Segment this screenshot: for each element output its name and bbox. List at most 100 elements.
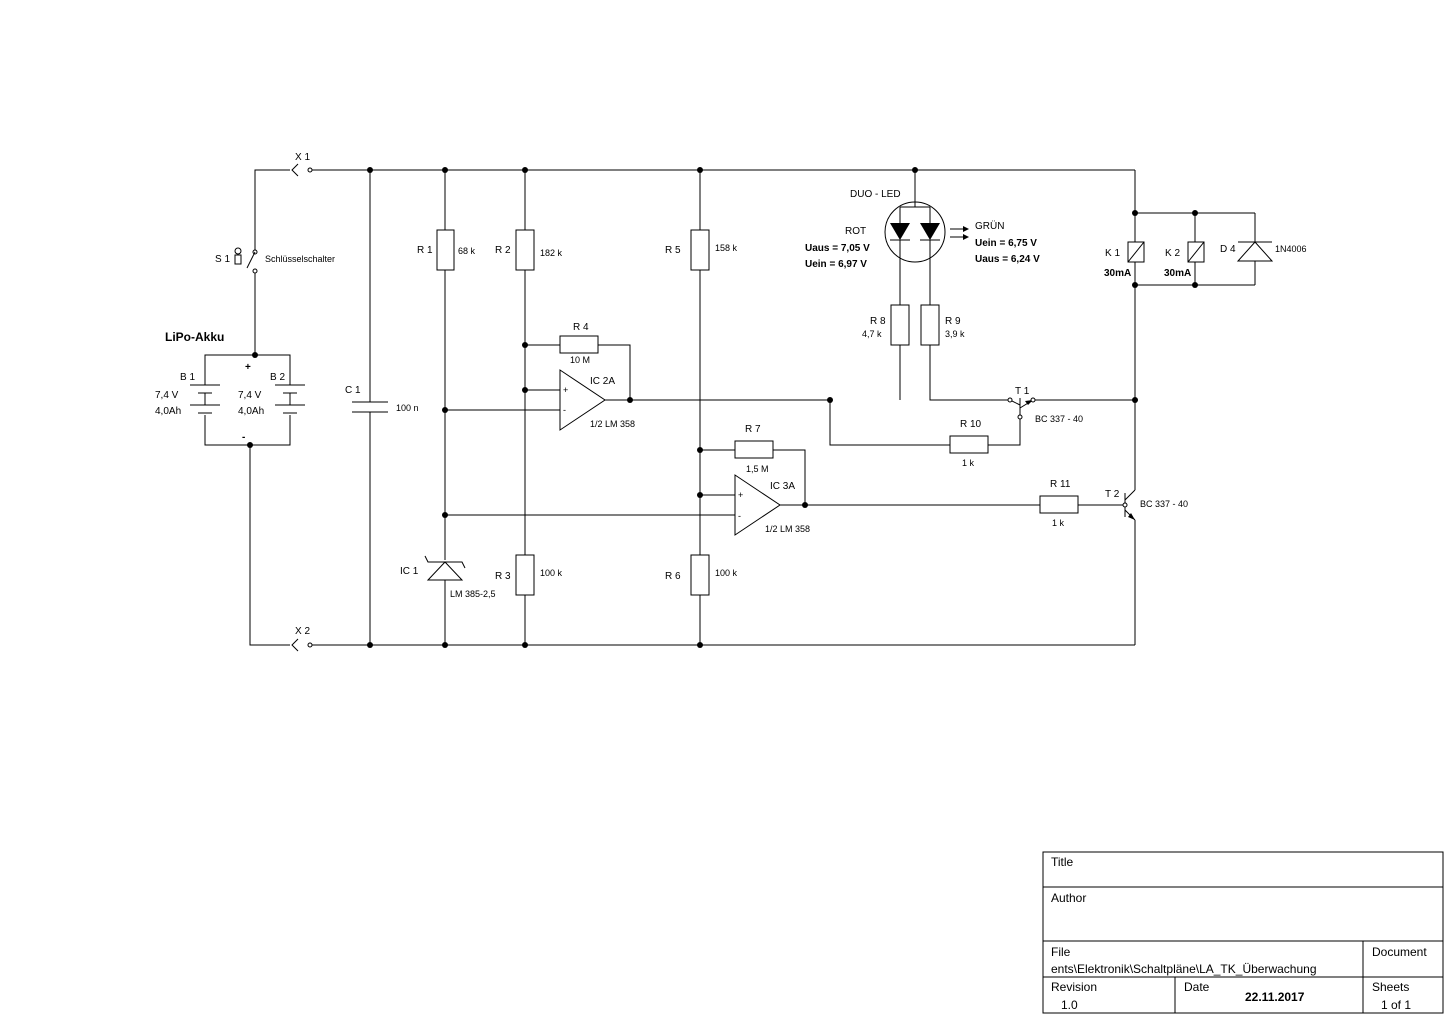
b1-label: B 1 bbox=[180, 372, 195, 383]
sheets-label: Sheets bbox=[1372, 980, 1409, 994]
r1-value: 68 k bbox=[458, 246, 476, 256]
d4-label: D 4 bbox=[1220, 244, 1236, 255]
r3-label: R 3 bbox=[495, 571, 511, 582]
junctions bbox=[367, 167, 1198, 648]
led-label: DUO - LED bbox=[850, 189, 901, 200]
resistor-r10: R 10 1 k bbox=[829, 400, 1021, 468]
resistor-r4: R 4 10 M bbox=[525, 322, 631, 400]
r2-label: R 2 bbox=[495, 245, 511, 256]
ic3-minus: - bbox=[738, 511, 741, 521]
led-green-label: GRÜN bbox=[975, 220, 1004, 232]
r9-label: R 9 bbox=[945, 316, 961, 327]
t1-label: T 1 bbox=[1015, 386, 1030, 397]
battery-pack: LiPo-Akku + - B 1 7,4 V 4,0Ah B 2 7,4 V … bbox=[155, 330, 305, 448]
date-label: Date bbox=[1184, 980, 1210, 994]
bottom-rail bbox=[249, 445, 1136, 646]
ic1-value: LM 385-2,5 bbox=[450, 589, 496, 599]
r5-value: 158 k bbox=[715, 243, 738, 253]
r1-label: R 1 bbox=[417, 245, 433, 256]
resistor-r2: R 2 182 k bbox=[495, 170, 563, 555]
file-label: File bbox=[1051, 945, 1071, 959]
led-red-on: Uein = 6,97 V bbox=[805, 259, 867, 270]
ic3-label: IC 3A bbox=[770, 481, 795, 492]
r10-value: 1 k bbox=[962, 458, 975, 468]
battery-plus: + bbox=[245, 362, 251, 373]
t2-label: T 2 bbox=[1105, 489, 1120, 500]
title-block: Title Author File ents\Elektronik\Schalt… bbox=[1042, 851, 1444, 1014]
resistor-r7: R 7 1,5 M bbox=[700, 424, 806, 505]
led-green-on: Uein = 6,75 V bbox=[975, 238, 1037, 249]
r4-value: 10 M bbox=[570, 355, 590, 365]
relay-block: K 1 30mA K 2 30mA D 4 1N4006 bbox=[1104, 170, 1307, 400]
r3-value: 100 k bbox=[540, 568, 563, 578]
diode-d4: D 4 1N4006 bbox=[1220, 213, 1307, 285]
relay-k2: K 2 30mA bbox=[1164, 213, 1205, 285]
resistor-r3: R 3 100 k bbox=[495, 554, 563, 645]
transistor-t2: T 2 BC 337 - 40 bbox=[1105, 400, 1188, 521]
r8-label: R 8 bbox=[870, 316, 886, 327]
k2-label: K 2 bbox=[1165, 248, 1180, 259]
capacitor-c1: C 1 100 n bbox=[345, 170, 419, 645]
connector-x1: X 1 bbox=[291, 152, 313, 177]
resistor-r1: R 1 68 k bbox=[417, 170, 476, 560]
r9-value: 3,9 k bbox=[945, 329, 965, 339]
opamp-ic2a: + - IC 2A 1/2 LM 358 bbox=[445, 369, 830, 431]
battery-title: LiPo-Akku bbox=[165, 330, 224, 344]
d4-value: 1N4006 bbox=[1275, 244, 1307, 254]
ic1-label: IC 1 bbox=[400, 566, 419, 577]
relay-k1: K 1 30mA bbox=[1104, 213, 1145, 285]
c1-label: C 1 bbox=[345, 385, 361, 396]
ic2-minus: - bbox=[563, 405, 566, 415]
opamp-ic3a: + - IC 3A 1/2 LM 358 bbox=[445, 474, 1040, 536]
r7-label: R 7 bbox=[745, 424, 761, 435]
r2-value: 182 k bbox=[540, 248, 563, 258]
s1-name: Schlüsselschalter bbox=[265, 254, 335, 264]
led-red-off: Uaus = 7,05 V bbox=[805, 243, 870, 254]
k1-label: K 1 bbox=[1105, 248, 1120, 259]
ic2-value: 1/2 LM 358 bbox=[590, 419, 635, 429]
r6-label: R 6 bbox=[665, 571, 681, 582]
date-value: 22.11.2017 bbox=[1245, 990, 1305, 1004]
r8-value: 4,7 k bbox=[862, 329, 882, 339]
r6-value: 100 k bbox=[715, 568, 738, 578]
k2-value: 30mA bbox=[1164, 268, 1191, 279]
b1-voltage: 7,4 V bbox=[155, 390, 179, 401]
r10-label: R 10 bbox=[960, 419, 982, 430]
revision-label: Revision bbox=[1051, 980, 1097, 994]
led-red-label: ROT bbox=[845, 226, 866, 237]
battery-b2 bbox=[275, 384, 305, 414]
key-switch-s1: S 1 Schlüsselschalter bbox=[215, 247, 335, 355]
connector-x2: X 2 bbox=[291, 626, 313, 652]
resistor-r6: R 6 100 k bbox=[665, 554, 738, 645]
author-label: Author bbox=[1051, 891, 1086, 905]
r11-value: 1 k bbox=[1052, 518, 1065, 528]
ic3-value: 1/2 LM 358 bbox=[765, 524, 810, 534]
ic2-plus: + bbox=[563, 385, 568, 395]
transistor-t1: T 1 BC 337 - 40 bbox=[1009, 386, 1135, 424]
x1-label: X 1 bbox=[295, 152, 310, 163]
document-label: Document bbox=[1372, 945, 1427, 959]
resistor-r5: R 5 158 k bbox=[665, 170, 738, 555]
ic3-plus: + bbox=[738, 490, 743, 500]
led-green-off: Uaus = 6,24 V bbox=[975, 254, 1040, 265]
t2-value: BC 337 - 40 bbox=[1140, 499, 1188, 509]
x2-label: X 2 bbox=[295, 626, 310, 637]
b2-voltage: 7,4 V bbox=[238, 390, 262, 401]
duo-led: DUO - LED ROT Uaus = 7,05 V Uein = 6,97 … bbox=[805, 170, 1040, 305]
b2-capacity: 4,0Ah bbox=[238, 406, 264, 417]
battery-b1 bbox=[190, 384, 220, 414]
ic2-label: IC 2A bbox=[590, 376, 615, 387]
title-label: Title bbox=[1051, 855, 1074, 869]
b2-label: B 2 bbox=[270, 372, 285, 383]
resistor-r8: R 8 4,7 k bbox=[862, 304, 910, 400]
r4-label: R 4 bbox=[573, 322, 589, 333]
r11-label: R 11 bbox=[1050, 479, 1071, 490]
sheets-value: 1 of 1 bbox=[1381, 998, 1411, 1012]
file-value: ents\Elektronik\Schaltpläne\LA_TK_Überwa… bbox=[1051, 962, 1317, 976]
r7-value: 1,5 M bbox=[746, 464, 769, 474]
c1-value: 100 n bbox=[396, 403, 419, 413]
resistor-r9: R 9 3,9 k bbox=[920, 304, 1010, 401]
t1-value: BC 337 - 40 bbox=[1035, 414, 1083, 424]
reference-diode-ic1: IC 1 LM 385-2,5 bbox=[400, 555, 496, 645]
